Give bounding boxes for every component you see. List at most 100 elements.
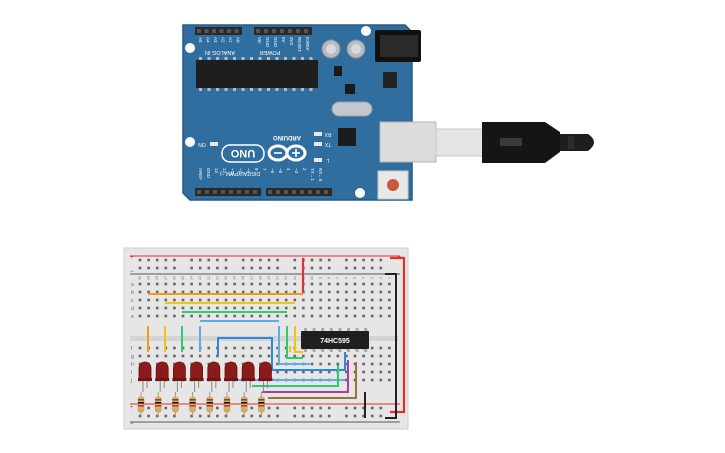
regulator (334, 66, 342, 76)
header-pin[interactable] (288, 29, 292, 33)
mounting-hole (185, 137, 195, 147)
header-pin[interactable] (272, 29, 276, 33)
column-number: 28 (155, 276, 159, 280)
led[interactable] (172, 361, 187, 392)
row-letter: d (131, 306, 134, 312)
row-letter: a (131, 282, 134, 288)
usb-port[interactable] (379, 121, 437, 163)
led[interactable] (241, 361, 256, 392)
resistor-array[interactable] (137, 392, 265, 416)
rx-label: RX (324, 131, 332, 137)
l-label: L (326, 157, 329, 163)
mounting-hole (361, 26, 371, 36)
led[interactable] (155, 361, 170, 392)
header-pin[interactable] (234, 29, 239, 33)
brown-wire[interactable] (268, 362, 357, 399)
header-pin[interactable] (316, 190, 320, 194)
pin-label: GND (273, 37, 278, 48)
header-pin[interactable] (308, 190, 312, 194)
row-letter: g (131, 354, 134, 360)
row-letter: c (131, 298, 134, 304)
header-pin[interactable] (324, 190, 328, 194)
pin-label: AREF (198, 168, 203, 180)
resistor[interactable] (137, 392, 145, 416)
resistor[interactable] (206, 392, 214, 416)
led[interactable] (138, 361, 152, 392)
header-pin[interactable] (268, 190, 272, 194)
led[interactable] (224, 361, 238, 392)
led[interactable] (258, 361, 273, 392)
header-pin[interactable] (205, 190, 209, 194)
led[interactable] (206, 361, 221, 392)
pin-label: RESET (297, 37, 302, 52)
pin-label: A0 (236, 37, 241, 43)
pin-label: RX←0 (318, 168, 323, 182)
pin-label: Vin (257, 37, 262, 44)
atmega-chip (196, 60, 318, 88)
header-pin[interactable] (229, 190, 233, 194)
usb-symbol-icon (500, 138, 522, 146)
led[interactable] (189, 361, 204, 392)
pin-label: ~10 (238, 168, 243, 176)
pin-label: 7 (262, 168, 267, 171)
header-pin[interactable] (253, 190, 257, 194)
header-pin[interactable] (237, 190, 241, 194)
header-pin[interactable] (197, 29, 201, 33)
column-number: 2 (379, 277, 383, 279)
header-pin[interactable] (280, 29, 284, 33)
resistor[interactable] (154, 392, 162, 416)
analog-header (195, 27, 242, 35)
green-wire-2[interactable] (252, 365, 339, 387)
arduino-brand-label: ARDUINO (273, 134, 301, 140)
column-number: 29 (147, 276, 151, 280)
blue-wire[interactable] (217, 337, 346, 371)
resistor[interactable] (189, 392, 196, 416)
header-pin[interactable] (296, 29, 300, 33)
header-pin[interactable] (227, 29, 231, 33)
header-pin[interactable] (284, 190, 288, 194)
purple-wire[interactable] (262, 360, 349, 393)
resistor[interactable] (172, 392, 179, 416)
pin-label: ~9 (246, 168, 251, 174)
column-number: 6 (344, 277, 348, 279)
header-pin[interactable] (245, 190, 249, 194)
pin-label: 12 (222, 168, 227, 174)
resistor[interactable] (258, 392, 265, 416)
header-pin[interactable] (256, 29, 260, 33)
header-pin[interactable] (300, 190, 304, 194)
header-pin[interactable] (264, 29, 268, 33)
resistor[interactable] (223, 392, 231, 416)
uno-badge (221, 144, 265, 163)
header-pin[interactable] (292, 190, 296, 194)
shift-register-chip[interactable]: 74HC595 (301, 328, 369, 352)
resistor[interactable] (240, 392, 248, 416)
rail-plus-label: + (130, 405, 134, 411)
mounting-hole (355, 188, 365, 198)
header-pin[interactable] (204, 29, 209, 33)
column-number: 22 (207, 276, 211, 280)
row-letter: h (131, 362, 134, 368)
tx-led (314, 142, 322, 146)
pin-label: A2 (221, 37, 226, 43)
header-pin[interactable] (304, 29, 308, 33)
column-number: 19 (233, 276, 237, 280)
reset-button[interactable] (387, 179, 399, 191)
rail-plus-label: + (130, 255, 134, 261)
header-pin[interactable] (221, 190, 225, 194)
header-pin[interactable] (219, 29, 224, 33)
wires[interactable] (147, 256, 406, 419)
black-rail-jumper[interactable] (385, 273, 397, 419)
header-pin[interactable] (276, 190, 280, 194)
usb-cable[interactable] (435, 122, 594, 163)
pin-label: 2 (302, 168, 307, 171)
led-array[interactable] (138, 361, 273, 392)
header-pin[interactable] (212, 29, 216, 33)
column-number: 10 (310, 276, 314, 280)
header-pin[interactable] (213, 190, 217, 194)
pin-label: A5 (198, 37, 203, 43)
header-pin[interactable] (197, 190, 201, 194)
on-label: ON (198, 141, 206, 147)
